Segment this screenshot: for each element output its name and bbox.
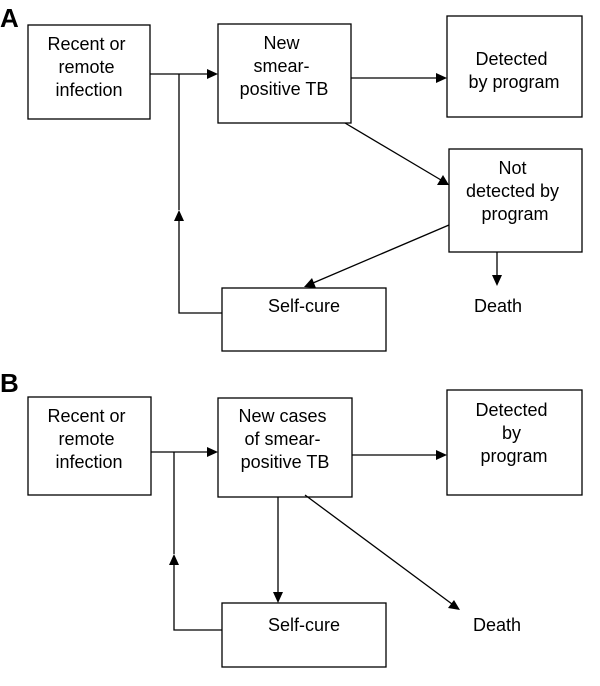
panel-b-arrow-new-tb-to-detected [352,450,447,460]
panel-b-new-tb-label: New cases of smear- positive TB [238,406,331,472]
panel-a-arrow-infection-to-new-tb [150,69,218,79]
panel-a-new-tb-box [217,23,352,124]
panel-a-arrow-not-detected-to-self-cure [304,224,450,288]
panel-a-arrow-new-tb-to-detected [351,73,447,83]
panel-a-detected-box [446,15,583,118]
panel-a-detected-label: Detected by program [468,49,559,92]
panel-b-arrow-new-tb-to-self-cure [273,497,283,603]
panel-a: A Recent or remote infection New smear- … [0,3,583,352]
panel-b-arrow-infection-to-new-tb [151,447,218,457]
panel-a-arrow-self-cure-loop [174,74,222,314]
panel-a-self-cure-label: Self-cure [268,296,340,316]
panel-b-arrow-new-tb-to-death [304,494,460,610]
panel-a-death-label: Death [474,296,522,316]
panel-a-arrow-new-tb-to-not-detected [344,122,449,185]
panel-b-letter: B [0,368,19,398]
panel-a-infection-box [27,24,151,120]
panel-b-infection-label: Recent or remote infection [47,406,130,472]
panel-b: B Recent or remote infection New cases o… [0,368,583,668]
panel-a-new-tb-label: New smear- positive TB [240,33,329,99]
panel-a-not-detected-box [448,148,583,253]
panel-b-detected-box [446,389,583,496]
panel-b-self-cure-label: Self-cure [268,615,340,635]
panel-b-death-label: Death [473,615,521,635]
panel-a-arrow-not-detected-to-death [492,252,502,286]
panel-a-not-detected-label: Not detected by program [466,158,564,224]
panel-b-new-tb-box [217,397,353,498]
panel-b-infection-box [27,396,152,496]
panel-b-arrow-self-cure-loop [169,452,222,631]
panel-a-letter: A [0,3,19,33]
panel-b-detected-label: Detected by program [475,400,552,466]
panel-b-self-cure-box [221,602,387,668]
panel-a-self-cure-box [221,287,387,352]
panel-a-infection-label: Recent or remote infection [47,34,130,100]
